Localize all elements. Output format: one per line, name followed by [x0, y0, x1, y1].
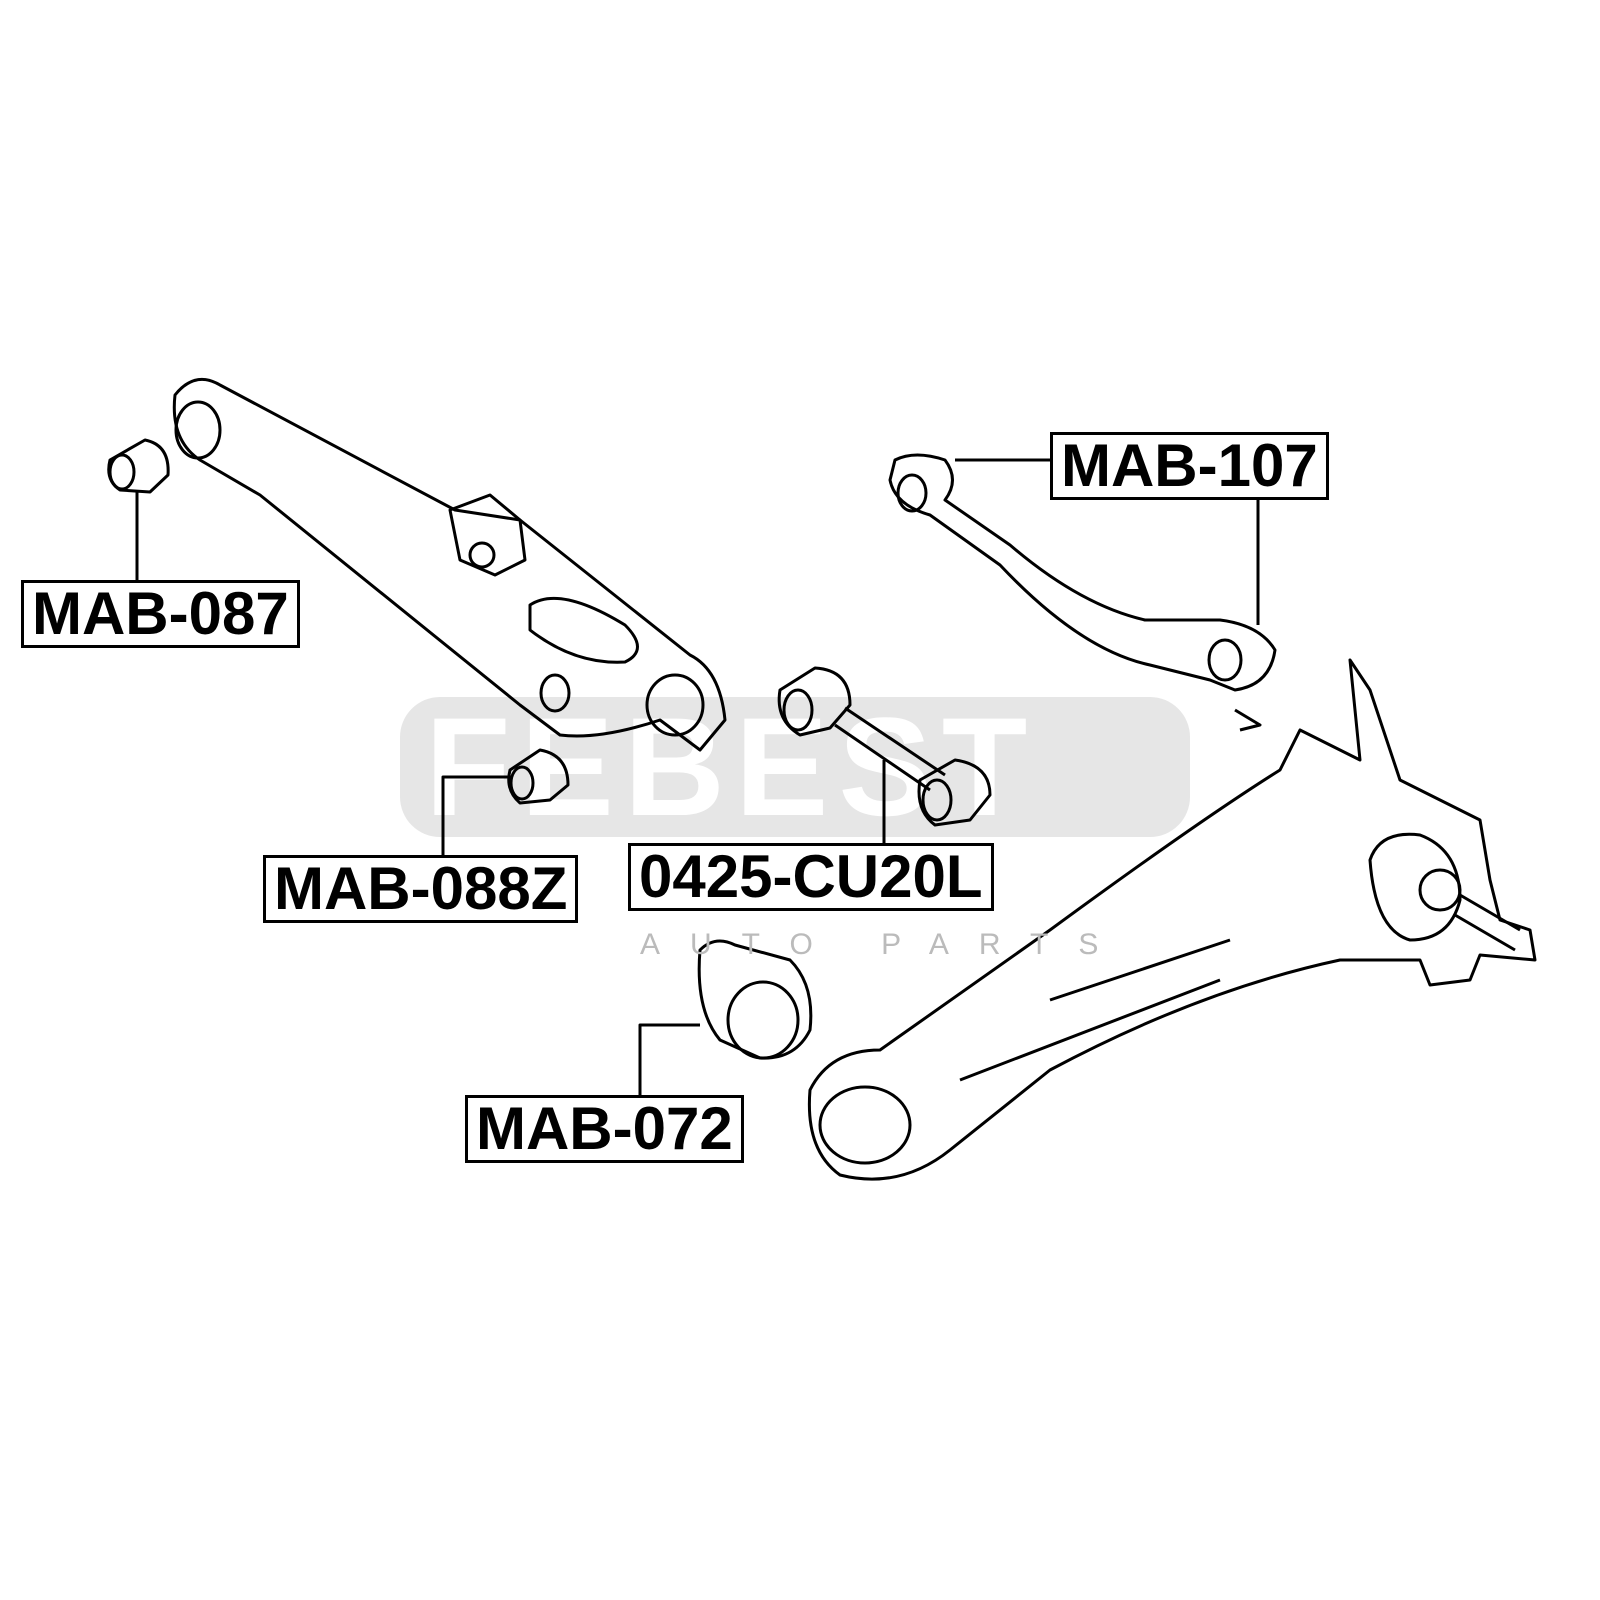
- lower-control-arm: [172, 377, 727, 752]
- watermark-panel: [400, 697, 1190, 837]
- upper-arm-mab-107: [888, 453, 1277, 692]
- part-label-0425-cu20l[interactable]: 0425-CU20L: [628, 843, 994, 911]
- part-label-mab-107[interactable]: MAB-107: [1050, 432, 1329, 500]
- rod-0425-cu20l: [777, 666, 992, 827]
- bushing-mab-072: [697, 939, 813, 1060]
- part-label-mab-087[interactable]: MAB-087: [21, 580, 300, 648]
- leader-mab-088z: [441, 775, 512, 858]
- leader-mab-072: [638, 1023, 700, 1095]
- part-label-mab-088z[interactable]: MAB-088Z: [263, 855, 579, 923]
- part-label-mab-072[interactable]: MAB-072: [465, 1095, 744, 1163]
- trailing-arm: [807, 658, 1537, 1181]
- bushing-mab-088z: [507, 748, 570, 805]
- bushing-mab-087: [107, 438, 170, 494]
- watermark-subtitle: AUTO PARTS: [640, 928, 1129, 961]
